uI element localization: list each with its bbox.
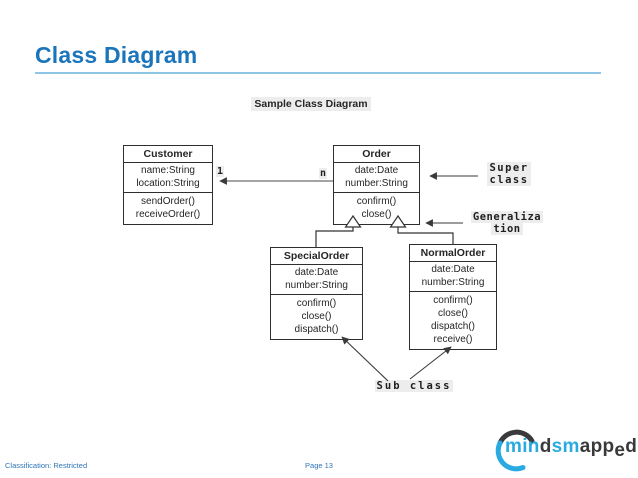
super-class-label: Super class xyxy=(482,162,536,186)
multiplicity-order: n xyxy=(319,168,328,179)
multiplicity-customer: 1 xyxy=(216,166,225,177)
logo-letter: p xyxy=(590,436,603,457)
logo-ring-icon xyxy=(495,429,535,472)
class-attributes: date:Date number:String xyxy=(271,265,362,295)
class-member: number:String xyxy=(345,178,408,189)
class-attributes: date:Date number:String xyxy=(334,163,419,193)
class-member: confirm() xyxy=(296,298,337,309)
class-member: number:String xyxy=(285,280,348,291)
generalization-label-line2: tion xyxy=(491,223,523,235)
logo-letter: d xyxy=(539,436,552,457)
sub-class-label: Sub class xyxy=(372,380,456,392)
logo-letter: i xyxy=(522,436,528,457)
diagram-caption: Sample Class Diagram xyxy=(231,97,391,111)
logo-letter: m xyxy=(505,436,523,457)
class-member: close() xyxy=(361,209,392,220)
class-box-order: Order date:Date number:String confirm() cl… xyxy=(333,145,420,225)
class-name: SpecialOrder xyxy=(271,248,362,265)
generalization-label-line1: Generaliza xyxy=(470,211,544,223)
class-name: Customer xyxy=(124,146,212,163)
class-methods: confirm() close() dispatch() receive() xyxy=(410,292,496,349)
class-member: receive() xyxy=(433,334,473,345)
mindsmapped-logo: mindsmapped xyxy=(494,427,638,473)
class-member: confirm() xyxy=(433,295,473,306)
class-member: location:String xyxy=(136,178,200,189)
class-methods: confirm() close() dispatch() xyxy=(271,295,362,339)
class-member: sendOrder() xyxy=(141,196,195,207)
logo-letter: p xyxy=(602,436,615,457)
logo-letter: d xyxy=(625,436,638,457)
title-underline xyxy=(35,72,601,74)
logo-letter: a xyxy=(579,436,591,457)
class-name: Order xyxy=(334,146,419,163)
sub-class-label-text: Sub class xyxy=(374,380,454,392)
class-name: NormalOrder xyxy=(410,245,496,262)
page-number: Page 13 xyxy=(305,461,333,470)
class-member: dispatch() xyxy=(294,324,339,335)
connector-normal-order xyxy=(397,227,454,244)
class-box-normal-order: NormalOrder date:Date number:String confi… xyxy=(409,244,497,350)
class-member: close() xyxy=(437,308,468,319)
class-member: dispatch() xyxy=(431,321,475,332)
class-member: confirm() xyxy=(356,196,397,207)
class-member: date:Date xyxy=(431,264,475,275)
logo-letter: n xyxy=(527,436,540,457)
class-member: name:String xyxy=(141,165,195,176)
class-member: date:Date xyxy=(354,165,399,176)
class-methods: sendOrder() receiveOrder() xyxy=(124,193,212,224)
sub-class-arrow-left xyxy=(341,336,389,382)
logo-letter: e xyxy=(614,440,626,461)
class-attributes: date:Date number:String xyxy=(410,262,496,292)
generalization-label: Generaliza tion xyxy=(466,211,548,235)
sub-class-arrow-right xyxy=(409,346,452,380)
logo-wordmark: mindsmapped xyxy=(505,436,638,461)
class-member: close() xyxy=(301,311,332,322)
class-member: receiveOrder() xyxy=(135,209,201,220)
diagram-caption-text: Sample Class Diagram xyxy=(251,97,371,111)
classification-label: Classification: Restricted xyxy=(5,461,88,470)
class-attributes: name:String location:String xyxy=(124,163,212,193)
class-member: date:Date xyxy=(294,267,339,278)
class-member: number:String xyxy=(421,277,485,288)
page-title: Class Diagram xyxy=(35,42,198,68)
class-box-customer: Customer name:String location:String send… xyxy=(123,145,213,225)
super-class-label-line1: Super xyxy=(487,162,531,174)
super-class-label-line2: class xyxy=(487,174,531,186)
class-box-special-order: SpecialOrder date:Date number:String conf… xyxy=(270,247,363,340)
connector-special-order xyxy=(315,227,354,247)
logo-letter: m xyxy=(562,436,580,457)
class-methods: confirm() close() xyxy=(334,193,419,224)
logo-letter: s xyxy=(551,436,563,457)
